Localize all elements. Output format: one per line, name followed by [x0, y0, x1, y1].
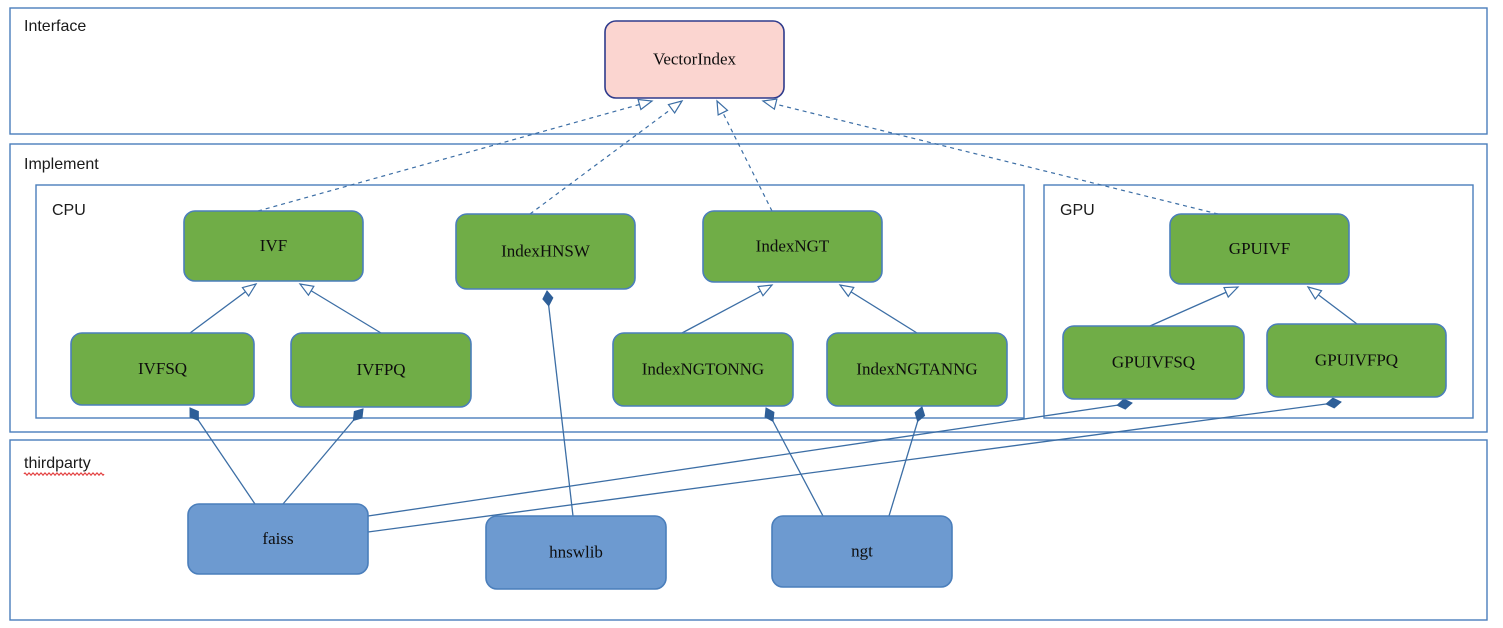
node-label-ngt: ngt	[851, 541, 873, 560]
node-box-ngt[interactable]	[771, 515, 953, 588]
generalization-arrowhead-ivf-vectorindex	[637, 98, 654, 111]
node-label-faiss: faiss	[262, 529, 293, 548]
edge-gpuivfsq-to-gpuivf	[1149, 286, 1239, 327]
node-box-ivfsq[interactable]	[70, 332, 255, 406]
edge-faiss-to-ivfpq	[282, 408, 364, 505]
composition-diamond-faiss-ivfsq	[189, 407, 199, 422]
node-box-indexhnsw[interactable]	[455, 213, 636, 290]
node-box-indexngt[interactable]	[702, 210, 883, 283]
node-box-vectorindex[interactable]	[604, 20, 785, 99]
edge-gpuivf-to-vectorindex	[762, 100, 1219, 215]
node-label-vectorindex: VectorIndex	[653, 49, 737, 68]
node-box-gpuivfpq[interactable]	[1266, 323, 1447, 398]
edge-faiss-to-ivfsq	[189, 407, 256, 505]
edge-ngt-to-indexngtonng	[765, 407, 824, 517]
node-label-indexngtonng: IndexNGTONNG	[642, 359, 764, 378]
edge-ivfpq-to-ivf	[299, 283, 382, 334]
node-box-gpuivfsq[interactable]	[1062, 325, 1245, 400]
edge-ivfsq-to-ivf	[189, 283, 257, 334]
node-label-ivfpq: IVFPQ	[356, 360, 405, 379]
edge-faiss-to-gpuivfpq	[367, 401, 1342, 533]
generalization-arrowhead-gpuivfsq-gpuivf	[1223, 286, 1240, 299]
node-gpuivfpq[interactable]: GPUIVFPQ	[1266, 323, 1447, 398]
node-label-hnswlib: hnswlib	[549, 542, 603, 561]
node-gpuivfsq[interactable]: GPUIVFSQ	[1062, 325, 1245, 400]
node-faiss[interactable]: faiss	[187, 503, 369, 575]
node-box-indexngtonng[interactable]	[612, 332, 794, 407]
edge-hnswlib-to-indexhnsw	[546, 290, 574, 517]
composition-diamond-faiss-gpuivfsq	[1116, 398, 1133, 410]
node-label-gpuivfpq: GPUIVFPQ	[1315, 350, 1398, 369]
node-box-ivfpq[interactable]	[290, 332, 472, 408]
node-box-indexngtanng[interactable]	[826, 332, 1008, 407]
node-label-gpuivf: GPUIVF	[1229, 239, 1290, 258]
node-ivf[interactable]: IVF	[183, 210, 364, 282]
node-indexhnsw[interactable]: IndexHNSW	[455, 213, 636, 290]
group-label-cpu: CPU	[52, 202, 86, 219]
node-box-ivf[interactable]	[183, 210, 364, 282]
generalization-arrowhead-indexhnsw-vectorindex	[667, 100, 684, 114]
composition-diamond-faiss-ivfpq	[352, 408, 364, 422]
group-label-implement: Implement	[24, 156, 99, 173]
node-box-faiss[interactable]	[187, 503, 369, 575]
node-hnswlib[interactable]: hnswlib	[485, 515, 667, 590]
edge-indexngtanng-to-indexngt	[839, 284, 918, 334]
generalization-arrowhead-gpuivf-vectorindex	[761, 98, 778, 111]
node-box-hnswlib[interactable]	[485, 515, 667, 590]
node-gpuivf[interactable]: GPUIVF	[1169, 213, 1350, 285]
group-label-interface: Interface	[24, 18, 86, 35]
composition-diamond-ngt-indexngtanng	[914, 406, 926, 423]
edge-ngt-to-indexngtanng	[888, 406, 923, 517]
group-label-thirdparty: thirdparty	[24, 455, 91, 472]
node-label-ivfsq: IVFSQ	[138, 359, 187, 378]
edge-faiss-to-gpuivfsq	[367, 402, 1133, 517]
node-ngt[interactable]: ngt	[771, 515, 953, 588]
node-indexngtanng[interactable]: IndexNGTANNG	[826, 332, 1008, 407]
node-label-indexhnsw: IndexHNSW	[501, 241, 591, 260]
group-label-gpu: GPU	[1060, 202, 1095, 219]
edges-layer	[189, 98, 1358, 533]
generalization-arrowhead-indexngtonng-indexngt	[757, 284, 774, 297]
node-label-indexngt: IndexNGT	[756, 236, 830, 255]
node-vectorindex[interactable]: VectorIndex	[604, 20, 785, 99]
node-label-ivf: IVF	[260, 236, 287, 255]
edge-indexngtonng-to-indexngt	[681, 284, 773, 334]
node-ivfsq[interactable]: IVFSQ	[70, 332, 255, 406]
spellcheck-squiggle-thirdparty	[23, 472, 105, 476]
node-indexngtonng[interactable]: IndexNGTONNG	[612, 332, 794, 407]
node-indexngt[interactable]: IndexNGT	[702, 210, 883, 283]
node-label-gpuivfsq: GPUIVFSQ	[1112, 352, 1195, 371]
composition-diamond-ngt-indexngtonng	[764, 407, 775, 423]
node-label-indexngtanng: IndexNGTANNG	[856, 359, 977, 378]
node-box-gpuivf[interactable]	[1169, 213, 1350, 285]
generalization-arrowhead-indexngt-vectorindex	[716, 99, 729, 116]
generalization-arrowhead-ivfpq-ivf	[298, 283, 315, 297]
generalization-arrowhead-gpuivfpq-gpuivf	[1306, 286, 1323, 301]
generalization-arrowhead-indexngtanng-indexngt	[838, 284, 855, 298]
node-ivfpq[interactable]: IVFPQ	[290, 332, 472, 408]
composition-diamond-faiss-gpuivfpq	[1325, 397, 1342, 409]
generalization-arrowhead-ivfsq-ivf	[241, 283, 258, 297]
composition-diamond-hnswlib-indexhnsw	[542, 290, 554, 307]
